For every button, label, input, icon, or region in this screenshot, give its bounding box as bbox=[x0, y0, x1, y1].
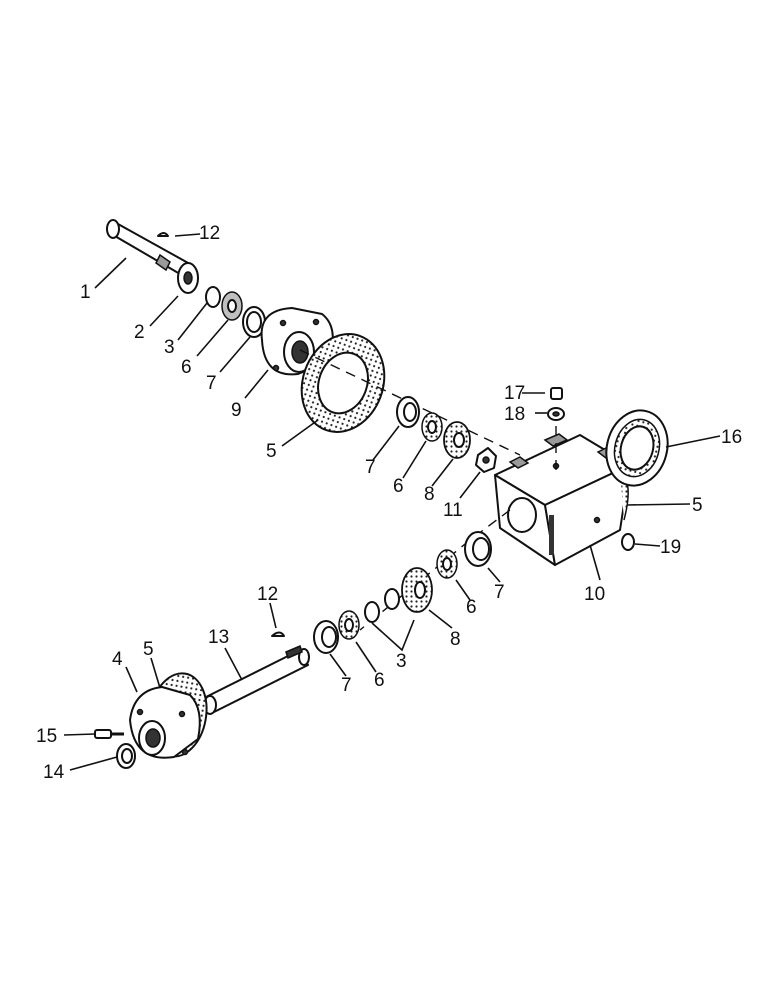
callout-15: 15 bbox=[36, 726, 57, 747]
callout-8: 8 bbox=[424, 484, 435, 505]
callout-2: 2 bbox=[134, 322, 145, 343]
shim-b bbox=[364, 601, 380, 623]
callout-8: 8 bbox=[450, 629, 461, 650]
shim-a bbox=[384, 588, 400, 610]
callout-4: 4 bbox=[112, 649, 123, 670]
gasket-upper bbox=[300, 333, 386, 433]
callout-5: 5 bbox=[692, 495, 703, 516]
callout-labels: 1 2 3 6 7 9 12 5 7 6 8 11 17 18 16 5 19 … bbox=[36, 223, 742, 783]
bolt bbox=[94, 729, 124, 739]
bearing-cone-lower-right bbox=[436, 549, 458, 579]
bearing-cone-mid bbox=[421, 412, 443, 442]
assembly-axis-lower bbox=[359, 509, 511, 631]
thrust-washer bbox=[177, 262, 199, 294]
callout-6: 6 bbox=[393, 476, 404, 497]
callout-6: 6 bbox=[181, 357, 192, 378]
gearbox-housing bbox=[494, 433, 631, 566]
snap-ring-upper bbox=[205, 286, 221, 308]
bearing-cone-lower-left bbox=[338, 610, 360, 640]
nut bbox=[475, 447, 497, 473]
callout-6: 6 bbox=[466, 597, 477, 618]
callout-13: 13 bbox=[208, 627, 229, 648]
callout-7: 7 bbox=[494, 582, 505, 603]
callout-12: 12 bbox=[199, 223, 220, 244]
bevel-gear-lower bbox=[401, 567, 433, 613]
bevel-gear-upper bbox=[443, 421, 471, 459]
callout-1: 1 bbox=[80, 282, 91, 303]
callout-11: 11 bbox=[443, 500, 463, 521]
callout-17: 17 bbox=[504, 383, 525, 404]
leader-lines bbox=[63, 233, 721, 771]
bearing-cup-lower-right bbox=[464, 531, 492, 567]
callout-3: 3 bbox=[164, 337, 175, 358]
callout-18: 18 bbox=[504, 404, 525, 425]
callout-7: 7 bbox=[206, 373, 217, 394]
callout-16: 16 bbox=[721, 427, 742, 448]
input-shaft bbox=[106, 219, 191, 275]
callout-3: 3 bbox=[396, 651, 407, 672]
set-screw bbox=[621, 533, 635, 551]
output-shaft bbox=[203, 644, 310, 715]
woodruff-key-upper bbox=[157, 232, 169, 237]
oil-seal bbox=[116, 743, 136, 769]
callout-7: 7 bbox=[341, 675, 352, 696]
bearing-cup-mid bbox=[396, 396, 420, 428]
callout-6: 6 bbox=[374, 670, 385, 691]
callout-9: 9 bbox=[231, 400, 242, 421]
bearing-cone-upper bbox=[221, 291, 243, 321]
callout-5: 5 bbox=[143, 639, 154, 660]
side-cover bbox=[605, 409, 669, 487]
bearing-cup-lower-left bbox=[313, 620, 339, 654]
plug bbox=[550, 387, 563, 400]
callout-7: 7 bbox=[365, 457, 376, 478]
callout-10: 10 bbox=[584, 584, 605, 605]
woodruff-key-lower bbox=[271, 631, 285, 637]
end-flange bbox=[129, 686, 201, 759]
seal-washer bbox=[547, 407, 565, 421]
callout-19: 19 bbox=[660, 537, 681, 558]
callout-14: 14 bbox=[43, 762, 65, 783]
callout-12: 12 bbox=[257, 584, 278, 605]
callout-5: 5 bbox=[266, 441, 277, 462]
